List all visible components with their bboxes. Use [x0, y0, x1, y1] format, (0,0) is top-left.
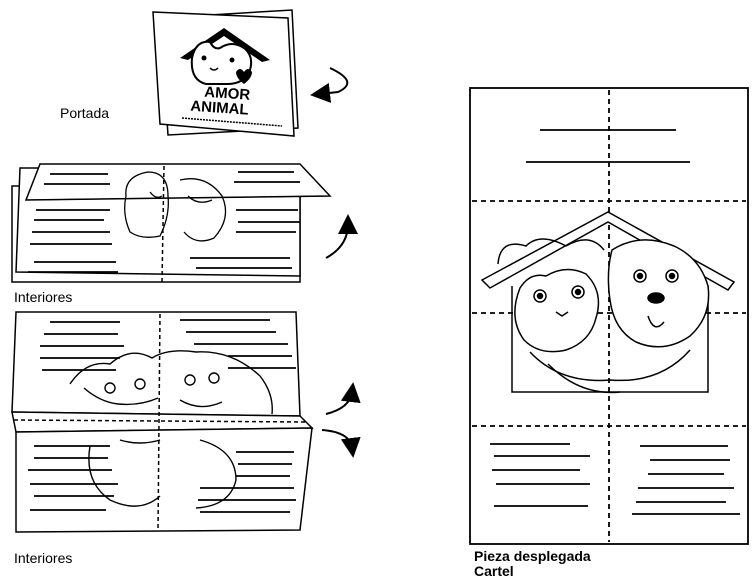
- caption-interiors-1: Interiores: [14, 290, 72, 305]
- dog-nose-icon: [648, 293, 664, 303]
- curved-arrow-down-icon: [322, 430, 352, 448]
- curved-arrow-icon: [320, 68, 347, 94]
- curved-arrow-up-icon: [326, 392, 352, 414]
- caption-poster: Cartel: [474, 564, 514, 579]
- cover-booklet: AMOR ANIMAL: [153, 10, 298, 136]
- dog-eye-icon: [230, 58, 235, 63]
- caption-unfolded: Pieza desplegada: [474, 549, 591, 564]
- poster-unfolded: [470, 88, 748, 544]
- interior-2-unfolded: [12, 312, 312, 532]
- caption-cover: Portada: [60, 106, 109, 121]
- curved-arrow-up-icon: [326, 224, 348, 258]
- caption-interiors-2: Interiores: [14, 551, 72, 566]
- cat-eye-icon: [202, 56, 207, 61]
- interior-1-folded: [12, 164, 330, 282]
